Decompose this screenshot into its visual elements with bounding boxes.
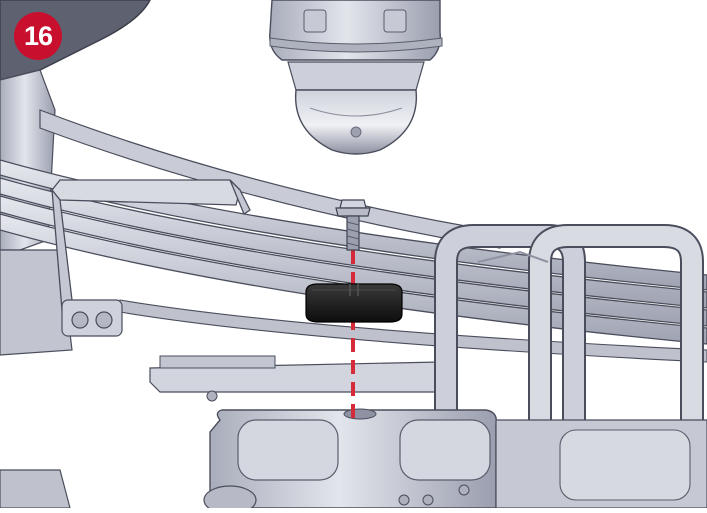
bump-stop xyxy=(269,0,443,155)
u-bolt-pair xyxy=(434,224,704,470)
axle-housing xyxy=(0,408,707,513)
spring-clamp xyxy=(51,179,251,337)
flange-bolt-icon xyxy=(335,199,371,251)
step-number: 16 xyxy=(23,20,53,51)
rubber-spacer xyxy=(305,283,403,323)
step-number-badge: 16 xyxy=(14,12,62,60)
